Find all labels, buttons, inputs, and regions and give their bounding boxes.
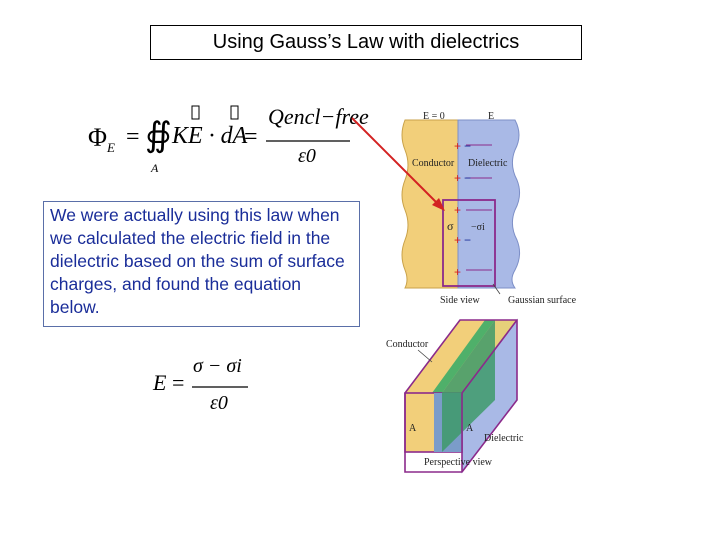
side-view-caption: Side view <box>440 295 480 306</box>
integrand: KE · dA <box>172 123 248 149</box>
numerator-charge: Qencl−free <box>268 104 369 129</box>
plus-charge: + <box>454 171 461 185</box>
minus-charge: − <box>464 139 471 153</box>
minus-charge: − <box>464 233 471 247</box>
gaussian-box-outline <box>404 319 518 473</box>
box-edge <box>461 319 518 394</box>
denominator-epsilon: ε0 <box>298 145 316 167</box>
conductor-region <box>401 119 459 289</box>
flux-symbol: ΦE <box>88 123 115 156</box>
pointer-arrow <box>351 117 439 205</box>
interface-top <box>432 320 495 393</box>
perspective-view-caption: Perspective view <box>424 457 493 468</box>
equals-sign-3: = <box>172 370 185 395</box>
plus-charge: + <box>454 265 461 279</box>
conductor-leader-line <box>417 349 433 363</box>
equals-sign-2: = <box>244 124 258 150</box>
gaussian-surface-rect <box>442 199 496 287</box>
e-zero-label: E = 0 <box>423 111 445 122</box>
integral-subscript: A <box>151 161 159 175</box>
missing-glyph-box <box>191 105 200 120</box>
area-a1-label: A <box>409 423 417 434</box>
gaussian-leader-line <box>492 283 501 295</box>
side-conductor-label: Conductor <box>412 158 455 169</box>
explanation-box: We were actually using this law when we … <box>43 201 360 327</box>
plus-charge: + <box>454 139 461 153</box>
area-a2-label: A <box>466 423 474 434</box>
minus-charge: − <box>464 171 471 185</box>
slide-title: Using Gauss’s Law with dielectrics <box>150 25 582 60</box>
side-view-diagram: + − + − + + − + E = 0 E Conductor Dielec… <box>401 111 577 306</box>
plus-charge: + <box>454 203 461 217</box>
surface-integral-symbol: ∯ <box>145 117 172 154</box>
gaussian-surface-label: Gaussian surface <box>508 295 577 306</box>
field-denominator: ε0 <box>210 392 228 414</box>
plus-charge: + <box>454 233 461 247</box>
persp-dielectric-label: Dielectric <box>484 433 524 444</box>
side-dielectric-label: Dielectric <box>468 158 508 169</box>
equals-sign: = <box>126 124 140 150</box>
sigma-label: σ <box>447 219 454 233</box>
conductor-top <box>405 320 485 393</box>
perspective-view-diagram: Conductor A A Dielectric Perspective vie… <box>386 318 524 474</box>
missing-glyph-box <box>230 105 239 120</box>
dielectric-region <box>457 119 521 289</box>
persp-conductor-label: Conductor <box>386 339 429 350</box>
e-label: E <box>488 111 494 122</box>
field-lhs: E <box>153 370 167 395</box>
interface-plane <box>442 320 495 452</box>
pointer-arrowhead <box>432 198 445 211</box>
field-numerator: σ − σi <box>193 355 242 377</box>
sigma-i-label: −σi <box>471 222 485 233</box>
